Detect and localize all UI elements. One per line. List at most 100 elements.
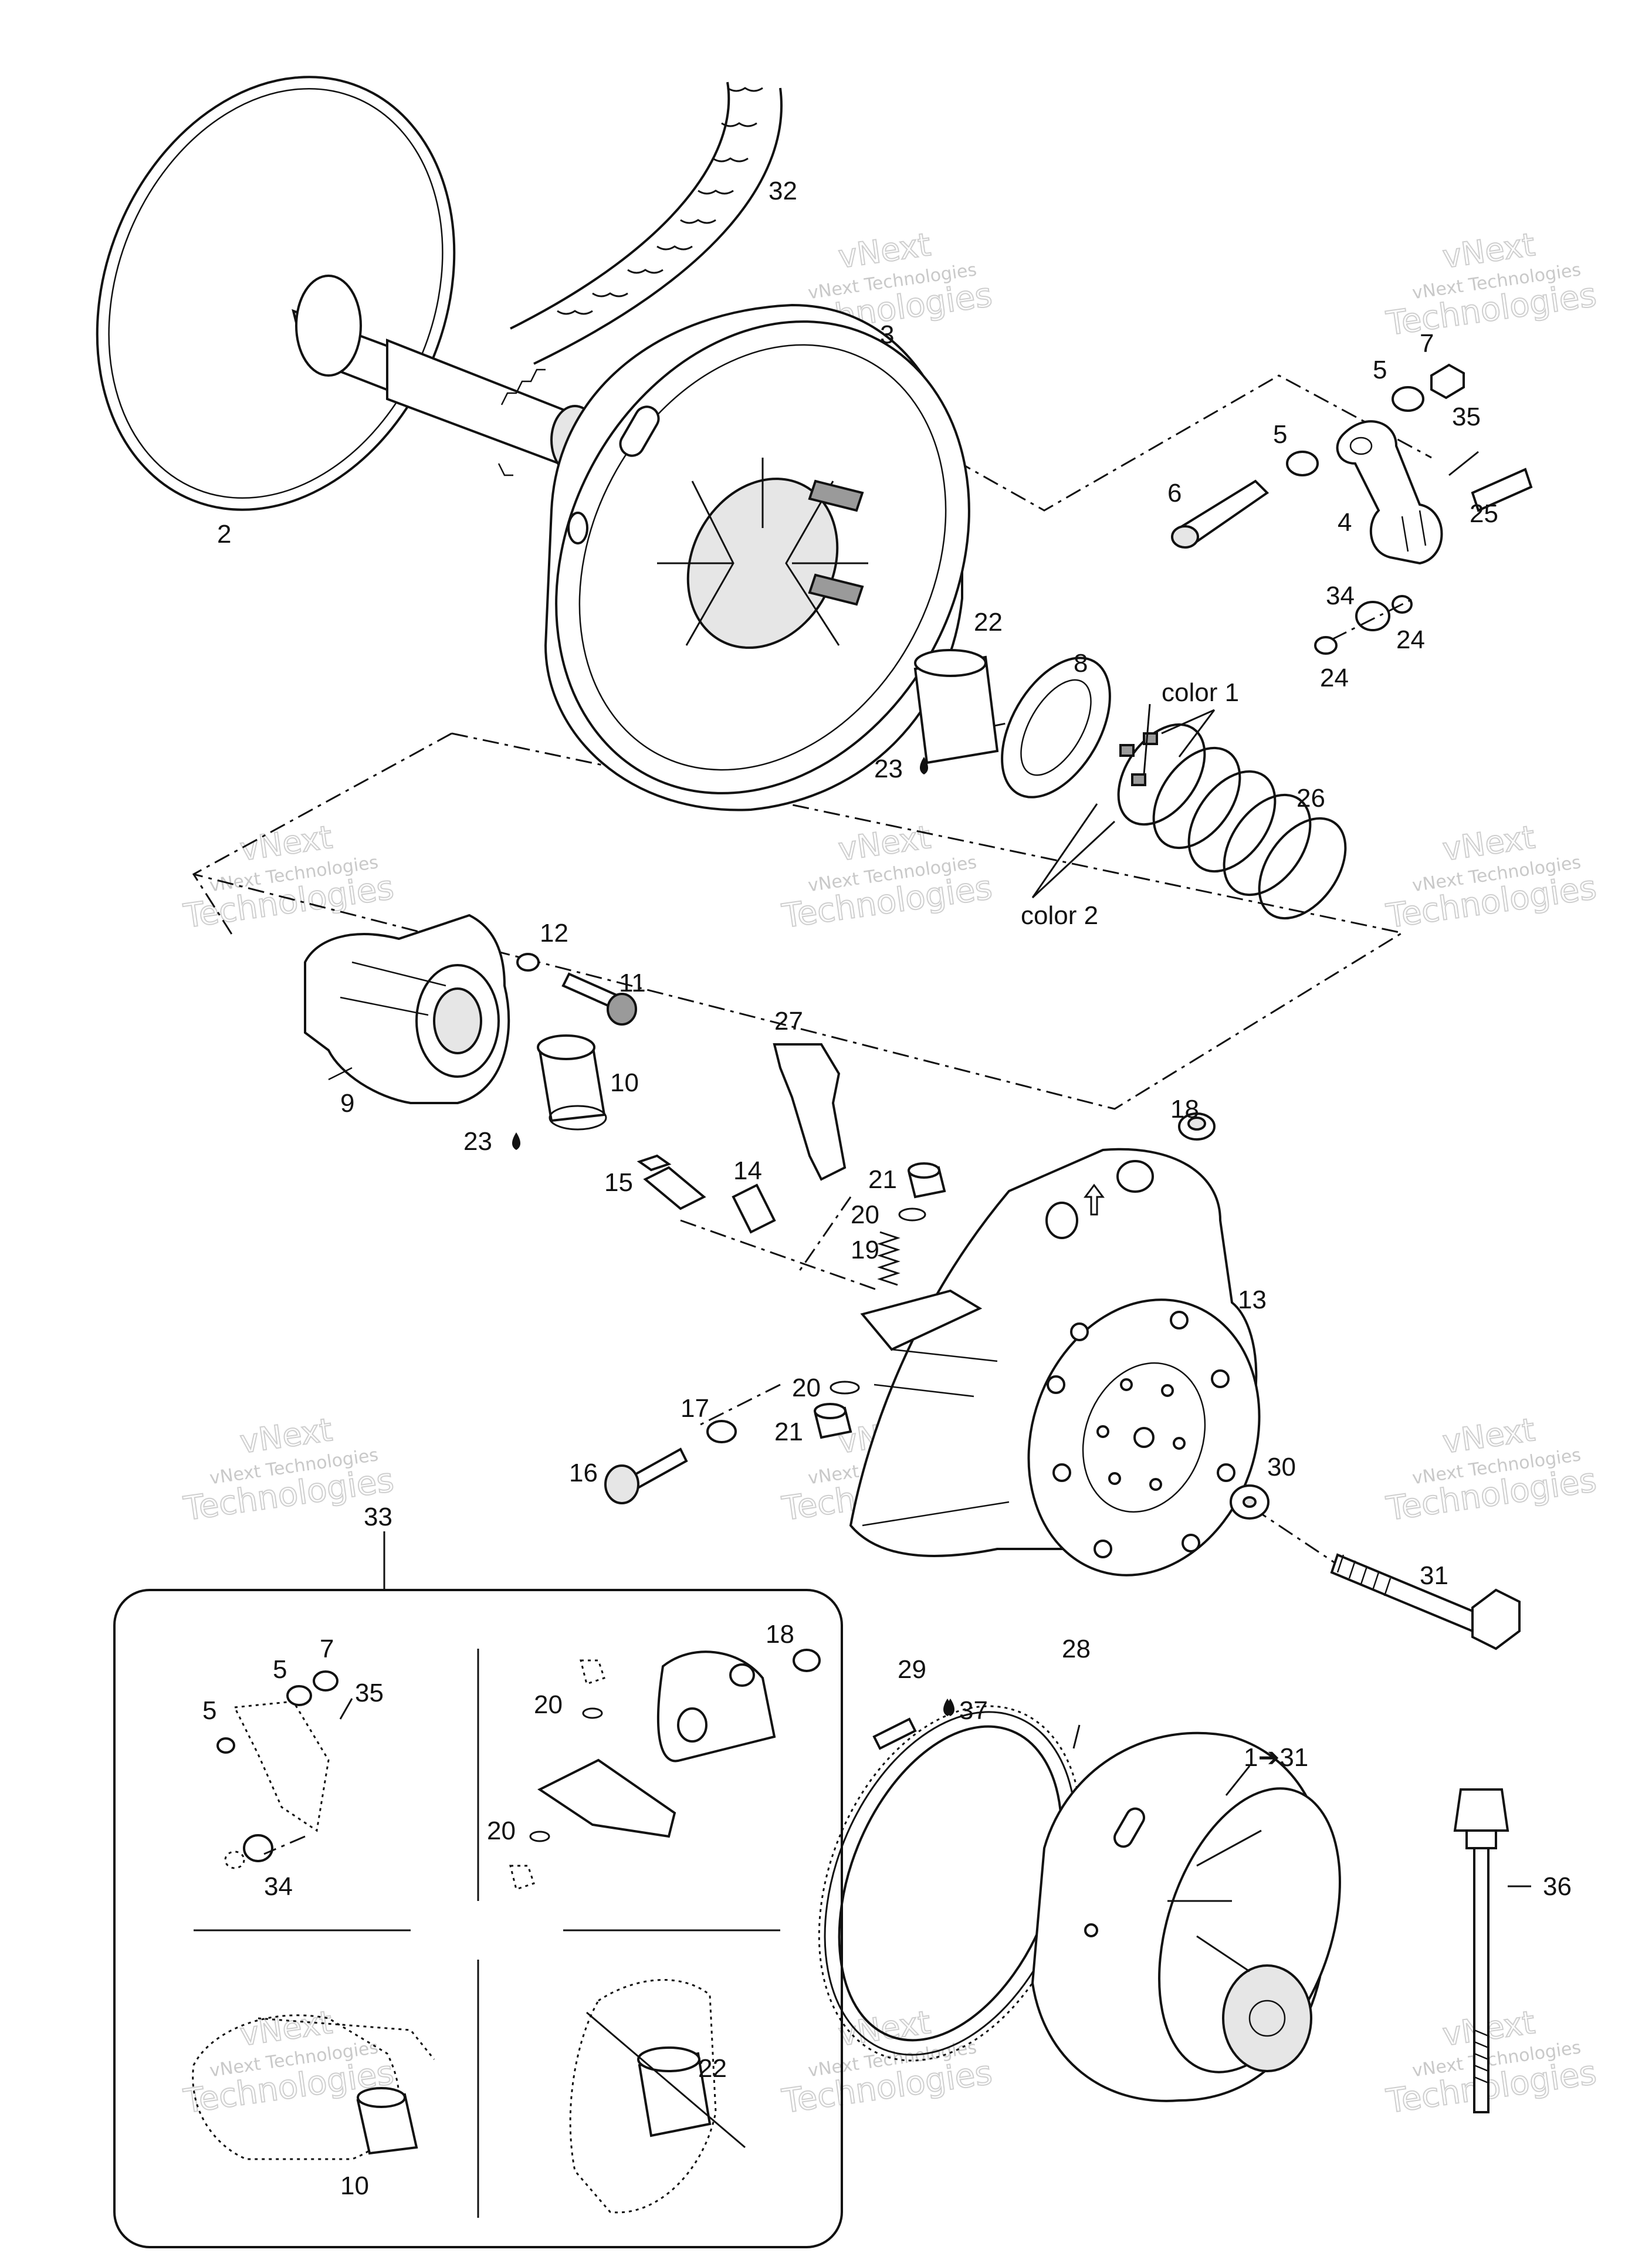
part-label: 34 — [264, 1872, 293, 1901]
watermark: vNext vNext Technologies Technologies — [181, 1410, 397, 1529]
part-9-spider-group — [304, 914, 637, 1131]
part-label: 20 — [851, 1200, 879, 1229]
part-label: 37 — [959, 1696, 988, 1725]
part-label: 6 — [1167, 479, 1182, 508]
part-label: 27 — [774, 1007, 803, 1036]
part-label: 11 — [619, 969, 646, 997]
part-label: 19 — [851, 1236, 879, 1264]
part-label: 31 — [1420, 1561, 1448, 1590]
bolt-holes — [1047, 1311, 1235, 1558]
watermark: vNext vNext Technologies Technologies — [779, 818, 995, 936]
part-label: 10 — [340, 2171, 369, 2200]
cam-arm-group — [1171, 363, 1533, 655]
part-34-roller — [1355, 601, 1390, 631]
part-label: 24 — [1320, 664, 1349, 692]
part-label: 9 — [340, 1089, 354, 1118]
part-label: 12 — [540, 919, 568, 948]
part-label: 21 — [774, 1418, 803, 1446]
part-4-cam-arm — [1336, 420, 1443, 565]
part-32-drive-belt — [510, 82, 783, 365]
part-label: 30 — [1267, 1453, 1296, 1481]
part-36-tool — [1453, 1788, 1531, 2113]
color-label: color 1 — [1162, 678, 1239, 707]
part-label: 20 — [487, 1816, 516, 1845]
color-label: color 2 — [1021, 901, 1098, 930]
part-label: 5 — [1373, 356, 1387, 384]
part-label: 7 — [320, 1635, 334, 1663]
part-label: 25 — [1470, 499, 1498, 528]
part-label: 18 — [1170, 1095, 1199, 1124]
part-2-fixed-sheave — [96, 76, 600, 511]
grease-drop-icons — [512, 757, 954, 1716]
part-label: 22 — [698, 2054, 727, 2083]
part-label: 24 — [1396, 625, 1425, 654]
inset-cam-arm-sketch — [216, 1670, 353, 1869]
part-19-spring — [877, 1231, 901, 1286]
part-label: 1➔31 — [1244, 1743, 1308, 1772]
inset-spider-sketch — [192, 2014, 435, 2160]
small-parts-13 — [604, 1112, 1521, 1650]
grease-drop-icon — [946, 1699, 954, 1716]
part-8-seal — [1001, 657, 1111, 799]
part-label: 28 — [1062, 1635, 1091, 1663]
part-label: 13 — [1238, 1286, 1267, 1314]
watermark: vNext vNext Technologies Technologies — [1383, 225, 1599, 344]
part-26-spring — [1117, 723, 1347, 920]
part-17-washer — [706, 1420, 737, 1443]
part-label: 10 — [610, 1068, 639, 1097]
part-35-pin — [1448, 451, 1479, 476]
bottom-right-group — [818, 1699, 1531, 2113]
part-label: 20 — [534, 1690, 563, 1719]
inset-labels: 7 5 5 35 34 18 20 20 10 22 — [202, 1620, 794, 2200]
watermark: vNext vNext Technologies Technologies — [779, 2003, 995, 2122]
inset-housing-sketch — [509, 1649, 821, 1890]
leader-lines — [1072, 703, 1251, 1796]
part-5-washer — [1392, 386, 1424, 412]
part-25-roller-pin — [1471, 468, 1533, 512]
part-label: 5 — [202, 1696, 216, 1725]
part-13-governor-housing — [849, 1148, 1261, 1577]
part-24-washer — [1314, 636, 1338, 655]
part-label: 17 — [681, 1394, 709, 1423]
part-label: 33 — [364, 1503, 392, 1531]
part-label: 23 — [463, 1127, 492, 1156]
part-label: 2 — [217, 520, 231, 549]
part-33-kit-inset — [113, 1531, 843, 2248]
part-label: 21 — [868, 1165, 897, 1194]
part-29-screw — [872, 1717, 917, 1750]
part-3-movable-sheave — [544, 303, 970, 811]
part-label: 3 — [880, 320, 894, 349]
part-label: 18 — [766, 1620, 794, 1649]
watermark: vNext vNext Technologies Technologies — [1383, 818, 1599, 936]
part-label: 35 — [1452, 402, 1481, 431]
watermark: vNext vNext Technologies Technologies — [1383, 1410, 1599, 1529]
part-15-bolt — [643, 1166, 706, 1210]
part-label: 7 — [1420, 329, 1434, 358]
watermark: vNext vNext Technologies Technologies — [779, 225, 995, 344]
part-label: 23 — [874, 755, 903, 783]
grease-drop-icon — [920, 757, 928, 774]
part-label: 5 — [273, 1655, 287, 1684]
part-20-oring — [898, 1207, 926, 1222]
part-label: 15 — [604, 1168, 633, 1197]
part-label: 35 — [355, 1679, 384, 1707]
part-label: 16 — [569, 1459, 598, 1487]
part-label: 32 — [769, 177, 797, 205]
part-7-nut — [1430, 363, 1465, 400]
part-label: 22 — [974, 608, 1003, 637]
lever-group — [637, 1043, 847, 1234]
part-27-lever — [773, 1043, 847, 1181]
part-1-31-assembly — [1031, 1731, 1341, 2102]
inset-sheave-sketch — [569, 1979, 746, 2214]
part-label: 5 — [1273, 420, 1287, 449]
part-labels: 32 2 3 7 5 5 35 6 4 25 34 24 24 22 8 col… — [217, 177, 1572, 1901]
part-label: 20 — [792, 1374, 821, 1402]
part-label: 14 — [733, 1156, 762, 1185]
part-label: 26 — [1296, 784, 1325, 813]
part-label: 4 — [1338, 508, 1352, 537]
spring-group — [913, 649, 1347, 920]
grease-drop-icon — [512, 1132, 520, 1150]
part-20-oring — [830, 1381, 860, 1395]
part-5-washer — [1286, 451, 1319, 476]
